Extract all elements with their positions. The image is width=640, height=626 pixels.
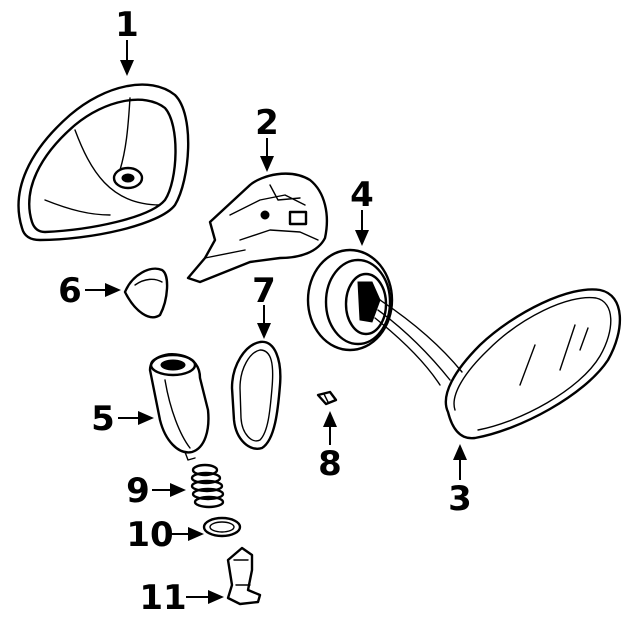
callout-7: 7: [252, 271, 276, 311]
part-8-clip: [316, 390, 338, 406]
part-2-mounting-bracket: [186, 172, 329, 284]
part-10-ring: [202, 516, 242, 538]
callout-5: 5: [91, 399, 115, 439]
callout-4: 4: [350, 175, 374, 215]
part-11-pivot-pin: [226, 546, 262, 606]
callout-9: 9: [126, 471, 150, 511]
part-9-spring: [190, 463, 225, 509]
callout-10: 10: [126, 515, 173, 555]
callout-6: 6: [58, 271, 82, 311]
part-7-gasket: [230, 340, 282, 450]
callout-11: 11: [139, 578, 186, 618]
callout-2: 2: [255, 103, 279, 143]
part-1-mirror-housing: [17, 83, 190, 242]
callout-3: 3: [448, 479, 472, 519]
leader-arrows: [85, 40, 467, 604]
part-3-mirror-glass: [444, 288, 621, 440]
part-4-actuator-motor: [306, 248, 463, 386]
callout-8: 8: [318, 444, 342, 484]
callout-1: 1: [115, 5, 139, 45]
part-5-pivot-housing: [148, 353, 210, 461]
part-6-cap: [123, 267, 169, 319]
